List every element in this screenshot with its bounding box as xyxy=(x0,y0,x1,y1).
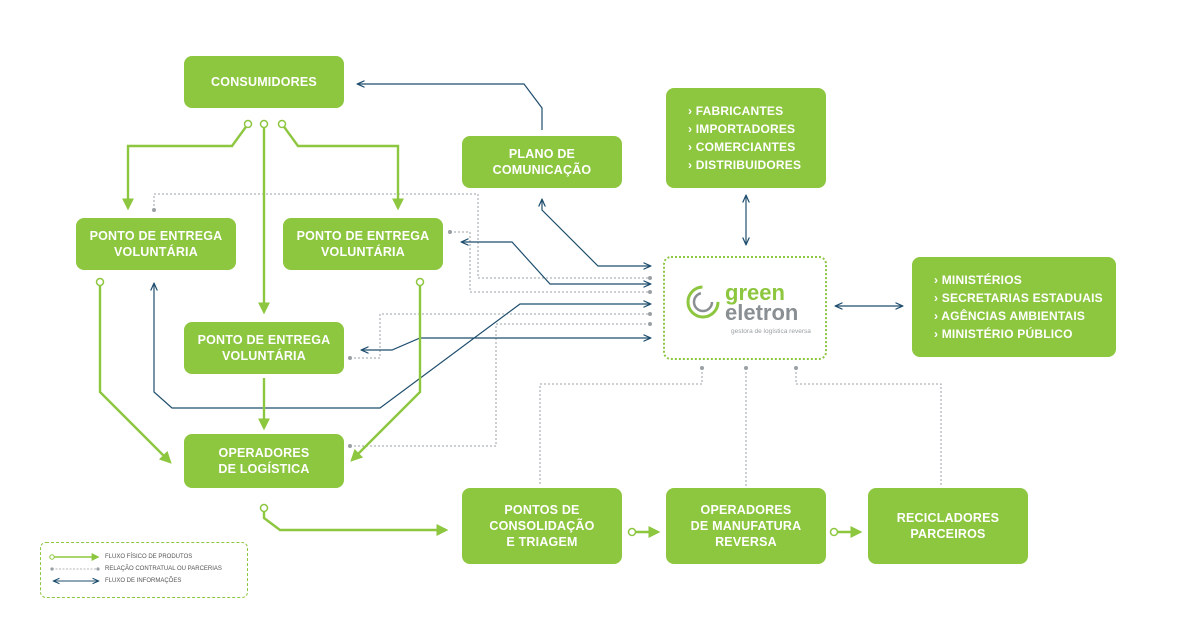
node-operadores-logistica: OPERADORES DE LOGÍSTICA xyxy=(184,434,344,488)
node-label: PLANO DE COMUNICAÇÃO xyxy=(492,147,592,177)
logo-word-eletron: eletron xyxy=(725,300,799,325)
node-pev-right: PONTO DE ENTREGA VOLUNTÁRIA xyxy=(283,218,443,270)
physical-lines xyxy=(98,123,863,538)
node-label: OPERADORES DE LOGÍSTICA xyxy=(218,446,310,476)
government-item: AGÊNCIAS AMBIENTAIS xyxy=(934,307,1103,325)
industry-item: FABRICANTES xyxy=(688,102,801,120)
node-pev-center: PONTO DE ENTREGA VOLUNTÁRIA xyxy=(184,322,344,374)
logo-tagline: gestora de logística reversa xyxy=(731,328,811,335)
legend-physical-flow: FLUXO FÍSICO DE PRODUTOS xyxy=(105,554,193,560)
node-label: RECICLADORES PARCEIROS xyxy=(896,511,1000,541)
node-label: PONTOS DE CONSOLIDAÇÃO E TRIAGEM xyxy=(489,503,595,549)
government-item: MINISTÉRIO PÚBLICO xyxy=(934,325,1103,343)
industry-item: COMERCIANTES xyxy=(688,138,801,156)
node-government-list: MINISTÉRIOS SECRETARIAS ESTADUAIS AGÊNCI… xyxy=(912,257,1116,357)
information-lines xyxy=(154,84,902,409)
legend-samples xyxy=(49,553,100,581)
node-label: PONTO DE ENTREGA VOLUNTÁRIA xyxy=(296,229,430,259)
government-item: SECRETARIAS ESTADUAIS xyxy=(934,289,1103,307)
green-eletron-logo-box: green eletron gestora de logística rever… xyxy=(663,256,827,360)
node-label: OPERADORES DE MANUFATURA REVERSA xyxy=(690,503,802,549)
node-pev-left: PONTO DE ENTREGA VOLUNTÁRIA xyxy=(76,218,236,270)
node-label: CONSUMIDORES xyxy=(211,75,317,89)
industry-item: DISTRIBUIDORES xyxy=(688,156,801,174)
node-pontos-consolidacao: PONTOS DE CONSOLIDAÇÃO E TRIAGEM xyxy=(462,488,622,564)
node-operadores-manufatura: OPERADORES DE MANUFATURA REVERSA xyxy=(666,488,826,564)
legend-information-flow: FLUXO DE INFORMAÇÕES xyxy=(105,578,182,584)
logo-ring-icon xyxy=(686,285,720,319)
node-plano-comunicacao: PLANO DE COMUNICAÇÃO xyxy=(462,136,622,188)
government-item: MINISTÉRIOS xyxy=(934,271,1103,289)
legend: FLUXO FÍSICO DE PRODUTOS RELAÇÃO CONTRAT… xyxy=(40,542,248,598)
node-label: PONTO DE ENTREGA VOLUNTÁRIA xyxy=(197,333,331,363)
logo-word-green: green xyxy=(725,280,785,305)
node-label: PONTO DE ENTREGA VOLUNTÁRIA xyxy=(89,229,223,259)
node-recicladores: RECICLADORES PARCEIROS xyxy=(868,488,1028,564)
industry-item: IMPORTADORES xyxy=(688,120,801,138)
node-consumidores: CONSUMIDORES xyxy=(184,56,344,108)
node-industry-list: FABRICANTES IMPORTADORES COMERCIANTES DI… xyxy=(666,88,826,188)
legend-contractual: RELAÇÃO CONTRATUAL OU PARCERIAS xyxy=(105,566,222,572)
